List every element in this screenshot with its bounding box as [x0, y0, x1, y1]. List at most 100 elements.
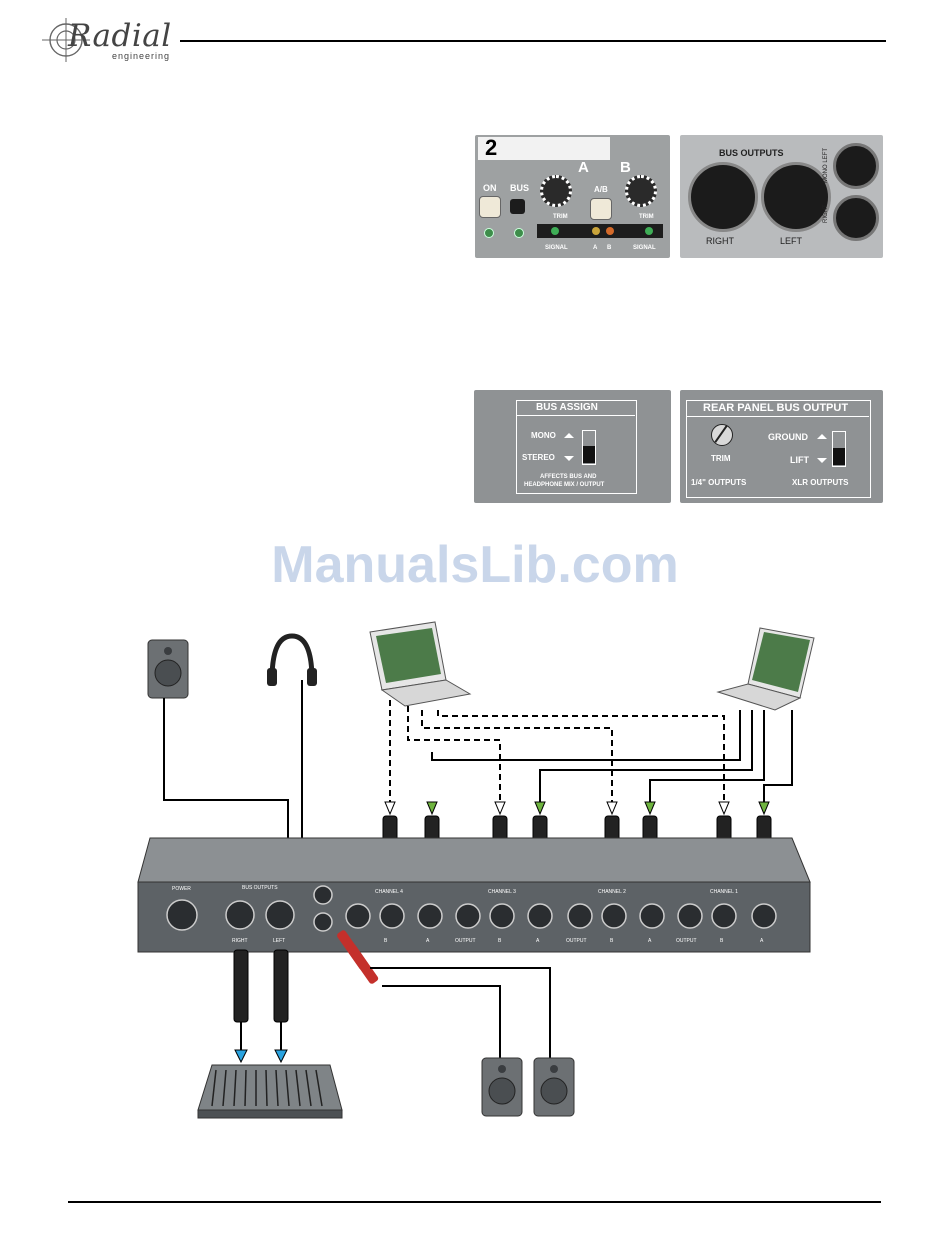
jack-label: OUTPUT	[676, 938, 697, 944]
laptop-return-cable-2	[539, 710, 753, 802]
bus-assign-panel: BUS ASSIGN MONO STEREO AFFECTS BUS AND H…	[474, 390, 671, 503]
led-strip	[537, 224, 663, 238]
header-rule	[180, 40, 886, 42]
trim-left-label: TRIM	[553, 214, 568, 220]
xlr-right-connector	[688, 162, 758, 232]
mono-up-arrow-icon	[564, 433, 574, 438]
jack-label: A	[648, 938, 652, 944]
xlr-jack	[527, 903, 553, 929]
lift-label: LIFT	[790, 455, 809, 465]
mono-label: MONO	[531, 431, 556, 440]
jack-label: B	[610, 938, 614, 944]
rack-chassis: POWER BUS OUTPUTS RIGHT LEFT CHANNEL 4 C…	[137, 837, 811, 953]
bus-label: BUS	[510, 183, 530, 193]
xlr-jack	[379, 903, 405, 929]
speaker-cable	[382, 985, 501, 1060]
laptop-return-cable-1	[431, 710, 741, 761]
xlr-plug	[273, 949, 289, 1023]
quarter-jack	[313, 912, 333, 932]
a-label: A	[578, 159, 589, 176]
channel-number: 2	[485, 135, 498, 160]
laptop-send-cable-2	[407, 706, 501, 802]
connection-diagram: POWER BUS OUTPUTS RIGHT LEFT CHANNEL 4 C…	[137, 621, 815, 1119]
a-small-label: A	[593, 245, 598, 251]
bus-led-icon	[514, 228, 524, 238]
xlr-jack	[601, 903, 627, 929]
signal-right-label: SIGNAL	[633, 245, 656, 251]
ab-label: A/B	[594, 185, 608, 194]
channel-label: CHANNEL 1	[710, 889, 738, 895]
bus-outputs-label: BUS OUTPUTS	[242, 885, 278, 891]
xlr-jack	[417, 903, 443, 929]
on-button	[479, 196, 501, 218]
jack-label: B	[498, 938, 502, 944]
rear-output-title-bar	[686, 400, 869, 417]
trim-label: TRIM	[711, 454, 731, 463]
speaker-cable	[163, 698, 289, 838]
footer-rule	[68, 1201, 881, 1203]
on-led-icon	[484, 228, 494, 238]
trim-pot-icon	[711, 424, 733, 446]
headphones-icon	[267, 633, 317, 686]
send-arrow-icon	[494, 801, 506, 816]
ground-lift-switch-lever	[833, 448, 845, 465]
logo-wordmark: Radial	[68, 18, 172, 54]
return-arrow-icon	[534, 801, 546, 816]
radial-logo-target-icon	[42, 18, 90, 62]
signal-left-label: SIGNAL	[545, 245, 568, 251]
return-arrow-icon	[644, 801, 656, 816]
jack-label: B	[384, 938, 388, 944]
mono-left-label: MONO LEFT	[823, 147, 829, 183]
left-label: LEFT	[780, 236, 803, 246]
laptop-return-cable-3	[649, 710, 765, 802]
jack-label: OUTPUT	[566, 938, 587, 944]
trim-right-label: TRIM	[639, 214, 654, 220]
monitor-speaker-icon	[481, 1057, 523, 1117]
channel-number-strip	[478, 137, 610, 160]
monitor-speaker-icon	[533, 1057, 575, 1117]
channel-label: CHANNEL 3	[488, 889, 516, 895]
rear-bus-outputs-photo: BUS OUTPUTS RIGHT LEFT MONO LEFT RIGHT	[680, 135, 883, 258]
b-led-icon	[606, 227, 614, 235]
jack-label: OUTPUT	[455, 938, 476, 944]
xlr-jack	[345, 903, 371, 929]
return-arrow-icon	[758, 801, 770, 816]
quarter-jack-mono-left	[833, 143, 879, 189]
ab-button	[590, 198, 612, 220]
xlr-bus-right-jack	[225, 900, 255, 930]
signal-led-right-icon	[645, 227, 653, 235]
trim-knob-b	[625, 175, 657, 207]
xlr-outputs-label: XLR OUTPUTS	[792, 478, 849, 487]
bus-assign-note-line1: AFFECTS BUS AND	[540, 474, 597, 480]
send-arrow-icon	[718, 801, 730, 816]
jack-label: A	[426, 938, 430, 944]
lift-down-arrow-icon	[817, 458, 827, 463]
rear-output-box	[686, 400, 871, 498]
bus-assign-box	[516, 400, 637, 494]
stereo-down-arrow-icon	[564, 456, 574, 461]
xlr-bus-left-jack	[265, 900, 295, 930]
ground-up-arrow-icon	[817, 434, 827, 439]
stereo-label: STEREO	[522, 453, 555, 462]
monitor-speaker-icon	[147, 639, 189, 699]
xlr-left-connector	[761, 162, 831, 232]
xlr-jack	[677, 903, 703, 929]
jack-label: A	[760, 938, 764, 944]
b-label: B	[620, 159, 631, 176]
speaker-cable	[370, 967, 551, 1060]
mixing-console-icon	[197, 1064, 343, 1119]
left-label: LEFT	[273, 938, 285, 944]
bus-button	[510, 199, 525, 214]
xlr-jack	[639, 903, 665, 929]
quarter-plug	[347, 944, 379, 984]
laptop-left-icon	[369, 621, 472, 707]
ground-label: GROUND	[768, 432, 808, 442]
signal-led-left-icon	[551, 227, 559, 235]
jack-label: B	[720, 938, 724, 944]
bus-assign-title: BUS ASSIGN	[536, 402, 598, 413]
trim-knob-a	[540, 175, 572, 207]
quarter-jack	[313, 885, 333, 905]
xlr-jack	[751, 903, 777, 929]
on-label: ON	[483, 183, 497, 193]
bus-assign-note-line2: HEADPHONE MIX / OUTPUT	[524, 482, 605, 488]
